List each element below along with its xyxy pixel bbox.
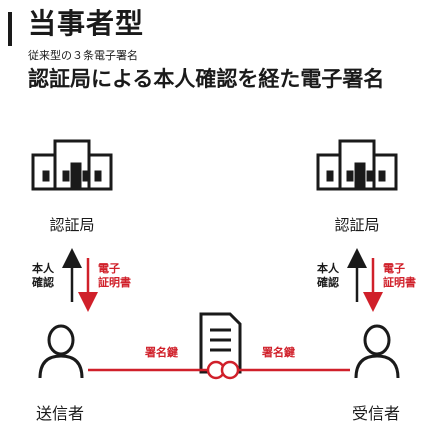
left-cert-label: 電子 証明書 [98,262,131,289]
subtitle-small: 従来型の３条電子署名 [28,49,138,62]
sign-key-left-label: 署名鍵 [145,346,178,359]
document-icon [199,312,242,374]
right-cert-label: 電子 証明書 [383,262,416,289]
sender-person-icon [38,324,84,379]
ca-building-left-icon [31,139,113,191]
ca-building-right-icon [316,139,398,191]
subtitle-main: 認証局による本人確認を経た電子署名 [28,67,385,91]
sign-key-right-label: 署名鍵 [262,346,295,359]
signature-key-link [88,360,350,380]
right-identity-label: 本人 確認 [317,262,339,289]
sender-label: 送信者 [35,404,84,423]
page-title: 当事者型 [28,7,145,40]
title-accent-bar [8,12,12,46]
receiver-person-icon [354,324,400,379]
left-identity-label: 本人 確認 [32,262,54,289]
receiver-label: 受信者 [351,404,400,423]
ca-right-label: 認証局 [334,216,380,234]
ca-left-label: 認証局 [49,216,95,234]
